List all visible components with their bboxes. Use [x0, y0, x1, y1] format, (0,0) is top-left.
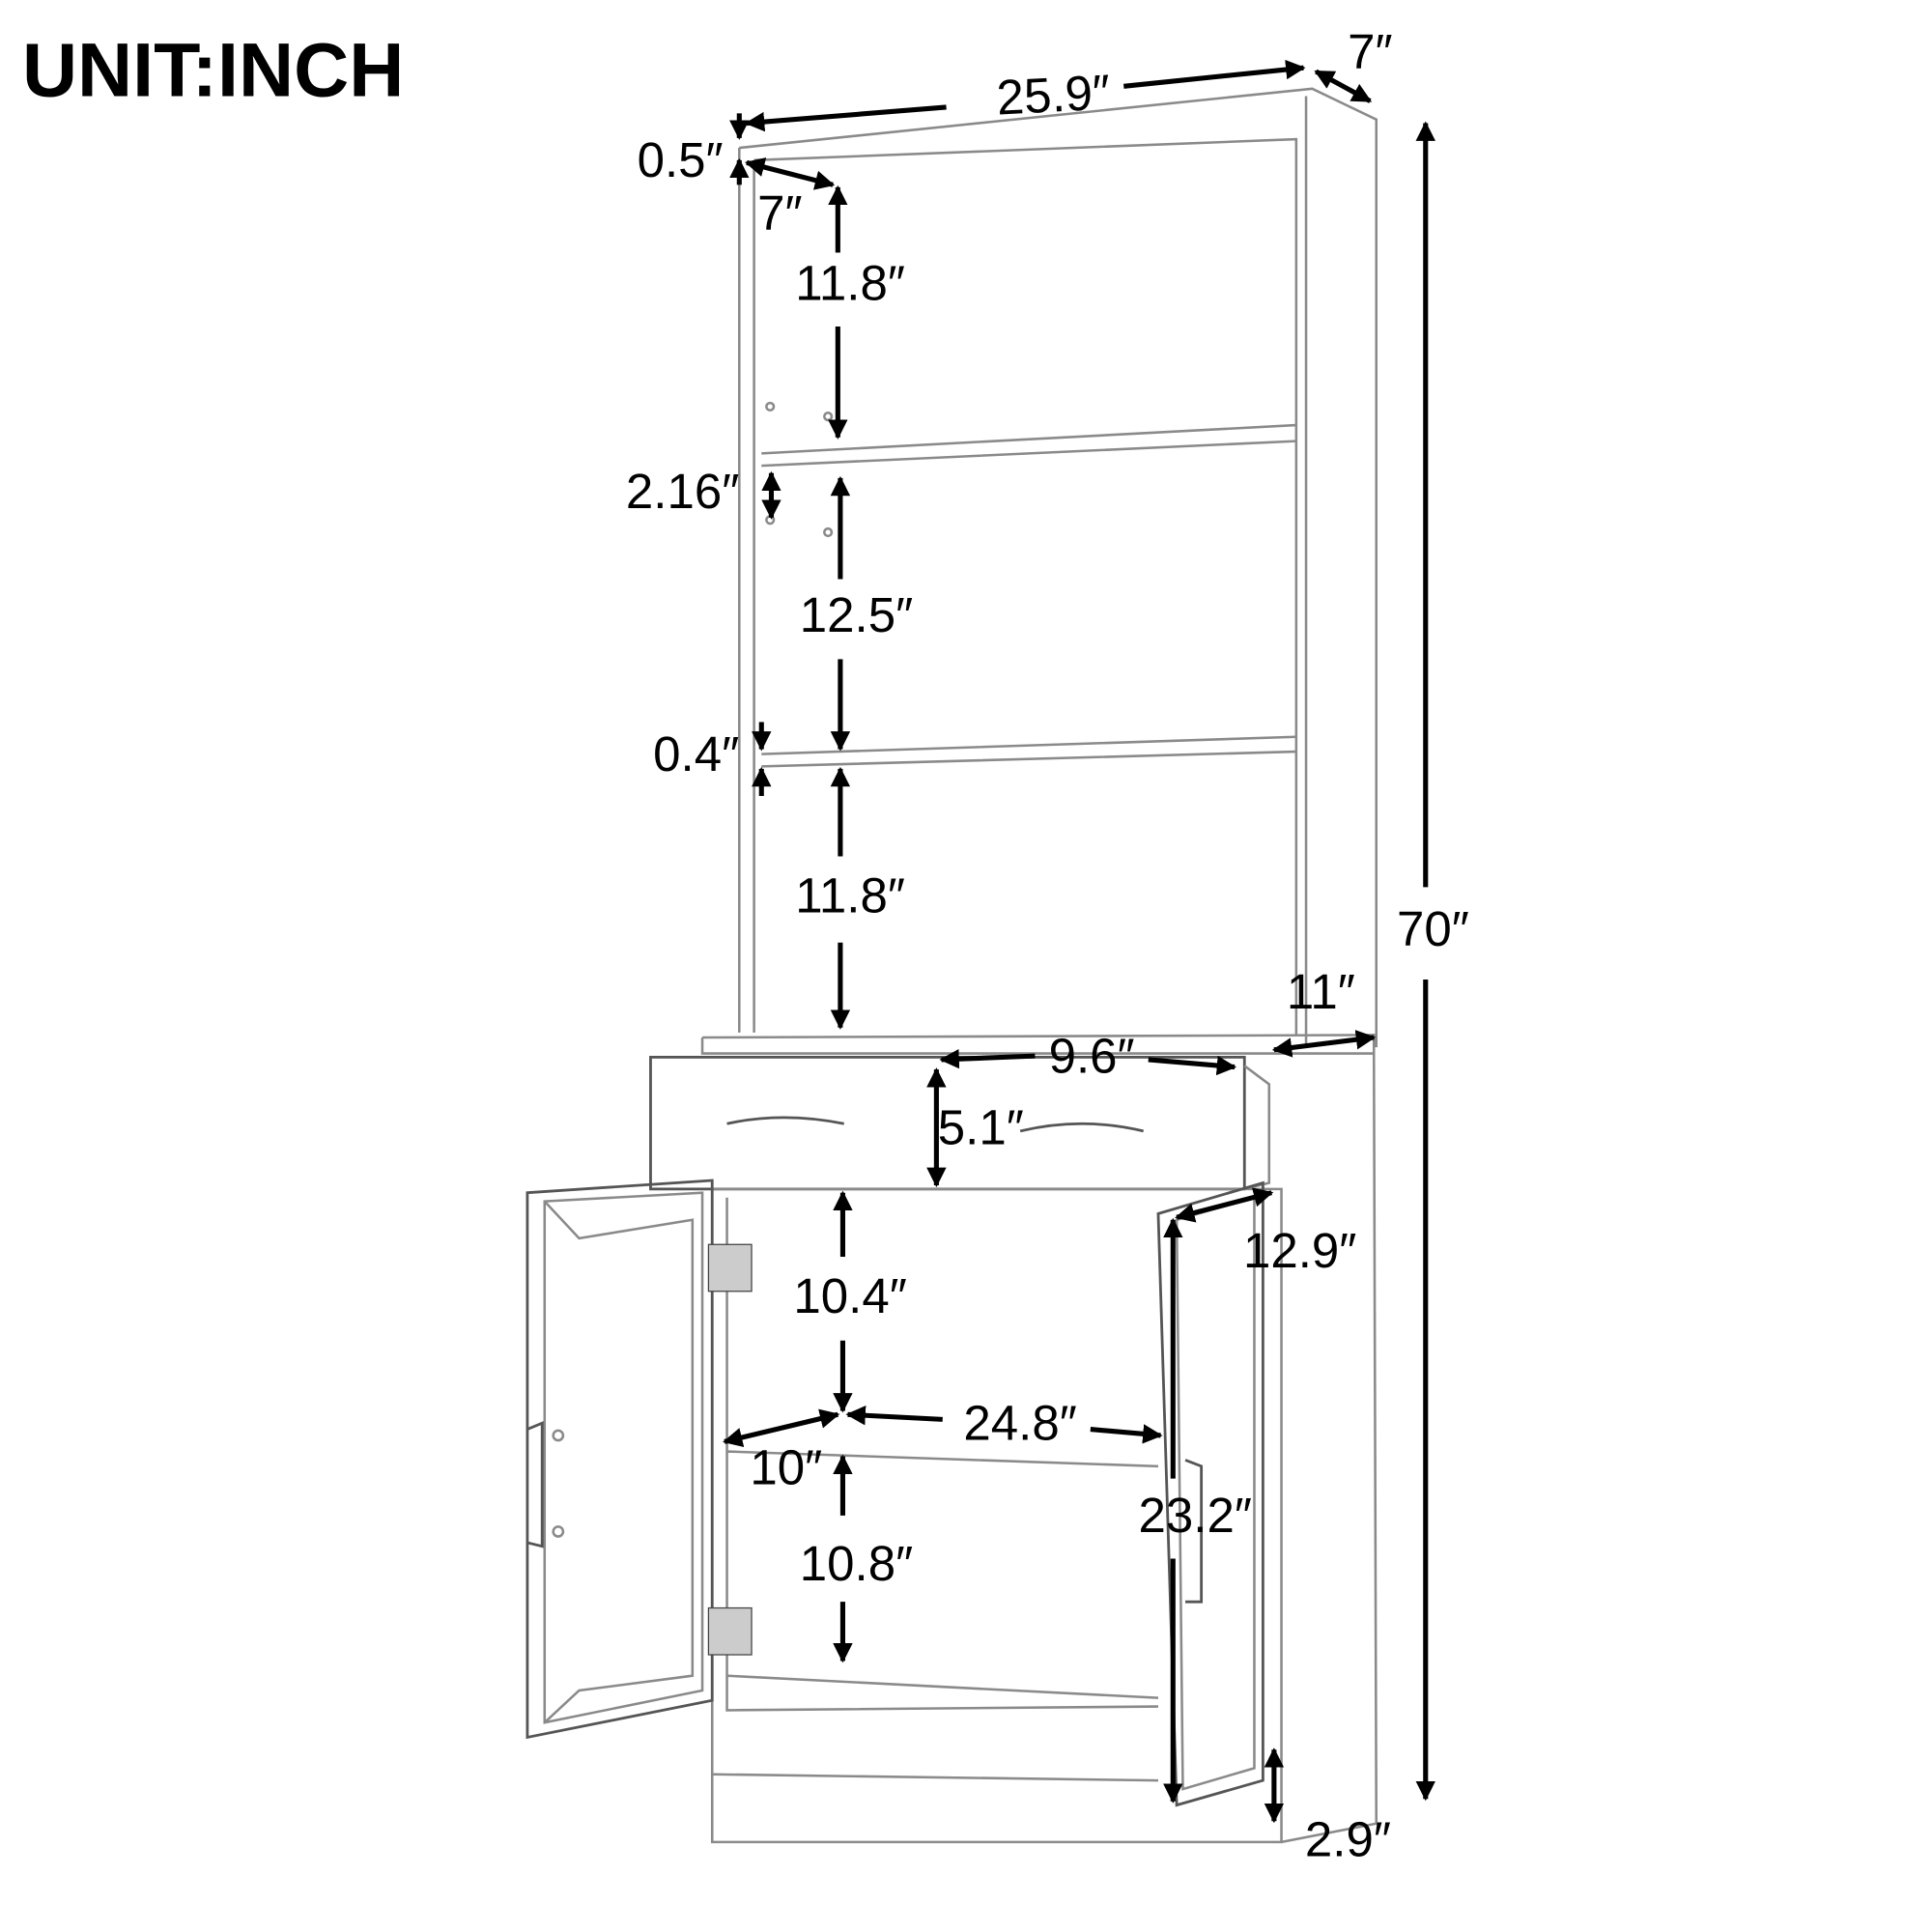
label-cabinet-shelf-depth: 10″: [750, 1439, 822, 1494]
label-middle-shelf-height: 12.5″: [800, 587, 913, 642]
label-inner-depth: 7″: [757, 185, 802, 241]
label-door-height: 23.2″: [1139, 1488, 1252, 1543]
dimension-arrows: [723, 59, 1435, 1824]
label-top-depth: 7″: [1348, 24, 1392, 79]
label-top-thickness: 0.5″: [638, 132, 724, 187]
label-base-depth: 11″: [1287, 964, 1355, 1019]
unit-label: UNIT:INCH: [22, 26, 404, 112]
label-cabinet-lower-height: 10.8″: [800, 1536, 913, 1591]
label-overall-width: 25.9″: [995, 64, 1111, 125]
label-shelf-thickness: 0.4″: [653, 726, 739, 781]
label-drawer-height: 5.1″: [938, 1099, 1024, 1154]
cabinet-drawing: [526, 1034, 1378, 1844]
label-cabinet-upper-height: 10.4″: [793, 1268, 906, 1323]
door-handle: [1184, 1459, 1204, 1604]
label-shelf-pin-gap: 2.16″: [626, 464, 739, 519]
label-overall-height: 70″: [1397, 901, 1469, 956]
label-lower-shelf-height: 11.8″: [795, 868, 905, 923]
label-base-height: 2.9″: [1305, 1812, 1391, 1867]
hinge-icon: [707, 1606, 753, 1656]
label-drawer-depth: 9.6″: [1049, 1028, 1135, 1083]
label-cabinet-inner-width: 24.8″: [963, 1396, 1076, 1451]
hinge-icon: [707, 1243, 753, 1293]
label-cabinet-depth: 12.9″: [1243, 1223, 1356, 1278]
label-top-shelf-height: 11.8″: [795, 256, 905, 311]
